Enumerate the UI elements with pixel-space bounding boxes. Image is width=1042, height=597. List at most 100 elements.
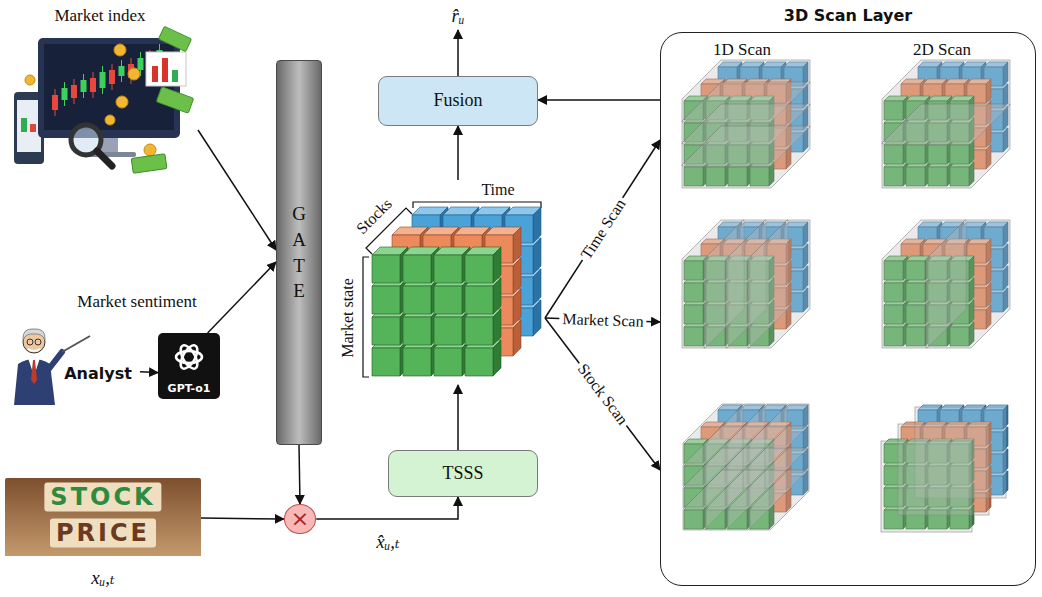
cube-stack bbox=[372, 286, 400, 314]
photo-word: STOCK bbox=[44, 483, 161, 512]
analyst-illustration bbox=[62, 336, 90, 352]
cube-stack bbox=[403, 255, 431, 283]
panel-frame bbox=[660, 32, 1036, 586]
cube-stack bbox=[372, 348, 400, 376]
cube-stack bbox=[533, 269, 541, 305]
process-box: Fusion bbox=[378, 76, 538, 126]
arrow-connector bbox=[299, 445, 300, 504]
candlestick-chart bbox=[109, 70, 115, 84]
cube-stack bbox=[465, 317, 493, 345]
analyst-illustration bbox=[28, 349, 40, 351]
axis-label: Time bbox=[481, 180, 514, 199]
connector-label: x̂ᵤ,ₜ bbox=[373, 531, 402, 554]
arrow-connector bbox=[201, 518, 284, 519]
market-index-illustration bbox=[131, 154, 167, 174]
market-index-illustration bbox=[116, 96, 128, 108]
market-index-illustration bbox=[105, 115, 115, 125]
candlestick-chart bbox=[138, 58, 144, 70]
cube-stack bbox=[882, 220, 1010, 348]
market-index-illustration bbox=[128, 68, 140, 80]
cube-stack bbox=[434, 348, 462, 376]
cube-stack bbox=[493, 247, 501, 283]
market-index-illustration bbox=[17, 100, 41, 152]
text-holder: xᵤ,ₜ bbox=[91, 567, 114, 590]
connector-label: Market Scan bbox=[559, 309, 647, 331]
process-box: TSSS bbox=[388, 450, 538, 497]
text-holder: Stocks bbox=[352, 194, 396, 238]
text-holder: Market index bbox=[54, 6, 145, 26]
analyst-illustration bbox=[48, 352, 62, 370]
market-index-illustration bbox=[146, 52, 186, 86]
icon-label: GPT-o1 bbox=[168, 382, 211, 395]
figure-caption: Market index bbox=[54, 6, 145, 26]
output-arrow bbox=[457, 30, 459, 76]
text-holder: Analyst bbox=[62, 364, 134, 383]
market-index-illustration bbox=[156, 87, 193, 114]
cube-illustration bbox=[372, 60, 1010, 532]
stock-price-photo: STOCKPRICExᵤ,ₜ bbox=[5, 478, 201, 590]
candlestick-chart bbox=[62, 88, 68, 100]
cube-brackets bbox=[363, 257, 369, 377]
market-index-illustration bbox=[162, 58, 168, 82]
candlestick-chart bbox=[71, 85, 77, 98]
gpt-logo bbox=[176, 343, 202, 372]
figure-caption: Analyst bbox=[62, 364, 134, 383]
text-holder: Market state bbox=[338, 278, 357, 358]
arrow-connector bbox=[545, 318, 660, 470]
scan-slab bbox=[682, 126, 810, 188]
cube-stack bbox=[683, 404, 809, 530]
gate-bar: GATE bbox=[276, 60, 322, 445]
scan-slab bbox=[749, 470, 809, 530]
cube-stack bbox=[434, 317, 462, 345]
text-holder: STOCK bbox=[44, 483, 161, 512]
box-label: TSSS bbox=[442, 463, 483, 485]
scan-slab bbox=[926, 220, 1010, 348]
market-index-illustration bbox=[158, 26, 191, 51]
gpt-logo bbox=[177, 343, 200, 372]
axis-label: Market state bbox=[338, 278, 357, 358]
cube-stack bbox=[372, 317, 400, 345]
scan-slab bbox=[748, 220, 810, 348]
candlestick-chart bbox=[90, 78, 96, 92]
cube-stack bbox=[403, 348, 431, 376]
arrow-connector bbox=[208, 262, 276, 333]
arrow-connector bbox=[457, 385, 459, 450]
gate-label: GATE bbox=[290, 201, 309, 304]
output-symbol: r̂ᵤ bbox=[452, 5, 465, 28]
cube-stack bbox=[682, 220, 810, 348]
cube-stack bbox=[533, 300, 541, 336]
column-heading: 2D Scan bbox=[913, 40, 971, 60]
cube-stack bbox=[372, 255, 400, 283]
market-index-illustration bbox=[25, 75, 35, 85]
analyst-illustration bbox=[27, 339, 33, 345]
cube-stack bbox=[533, 207, 541, 243]
market-index-illustration bbox=[14, 26, 194, 173]
cube-stack bbox=[513, 227, 521, 263]
output-arrow bbox=[458, 30, 459, 76]
scan-slab bbox=[882, 104, 1010, 188]
scan-layer-panel: 3D Scan Layer bbox=[660, 4, 1036, 586]
column-heading: 1D Scan bbox=[713, 40, 771, 60]
gpt-logo bbox=[176, 351, 202, 363]
analyst-illustration bbox=[23, 329, 45, 340]
connector-group bbox=[140, 100, 660, 519]
arrow-connector bbox=[457, 126, 459, 180]
arrow-connector bbox=[545, 140, 660, 318]
cube-stack bbox=[403, 286, 431, 314]
text-holder: Time bbox=[481, 180, 514, 199]
analyst-figure: Analyst bbox=[5, 325, 140, 410]
arrow-connector bbox=[198, 130, 276, 250]
cube-stack bbox=[513, 289, 521, 325]
market-index-illustration bbox=[172, 70, 178, 82]
gpt-logo bbox=[177, 343, 200, 372]
input-symbol: xᵤ,ₜ bbox=[91, 567, 114, 590]
multiply-node: × bbox=[284, 504, 316, 534]
market-index-illustration bbox=[97, 151, 112, 166]
cube-stack bbox=[465, 255, 493, 283]
cube-stack bbox=[403, 317, 431, 345]
analyst-illustration bbox=[35, 339, 41, 345]
market-index-illustration bbox=[30, 124, 36, 132]
scan-slab bbox=[881, 441, 972, 532]
cube-stack bbox=[465, 348, 493, 376]
